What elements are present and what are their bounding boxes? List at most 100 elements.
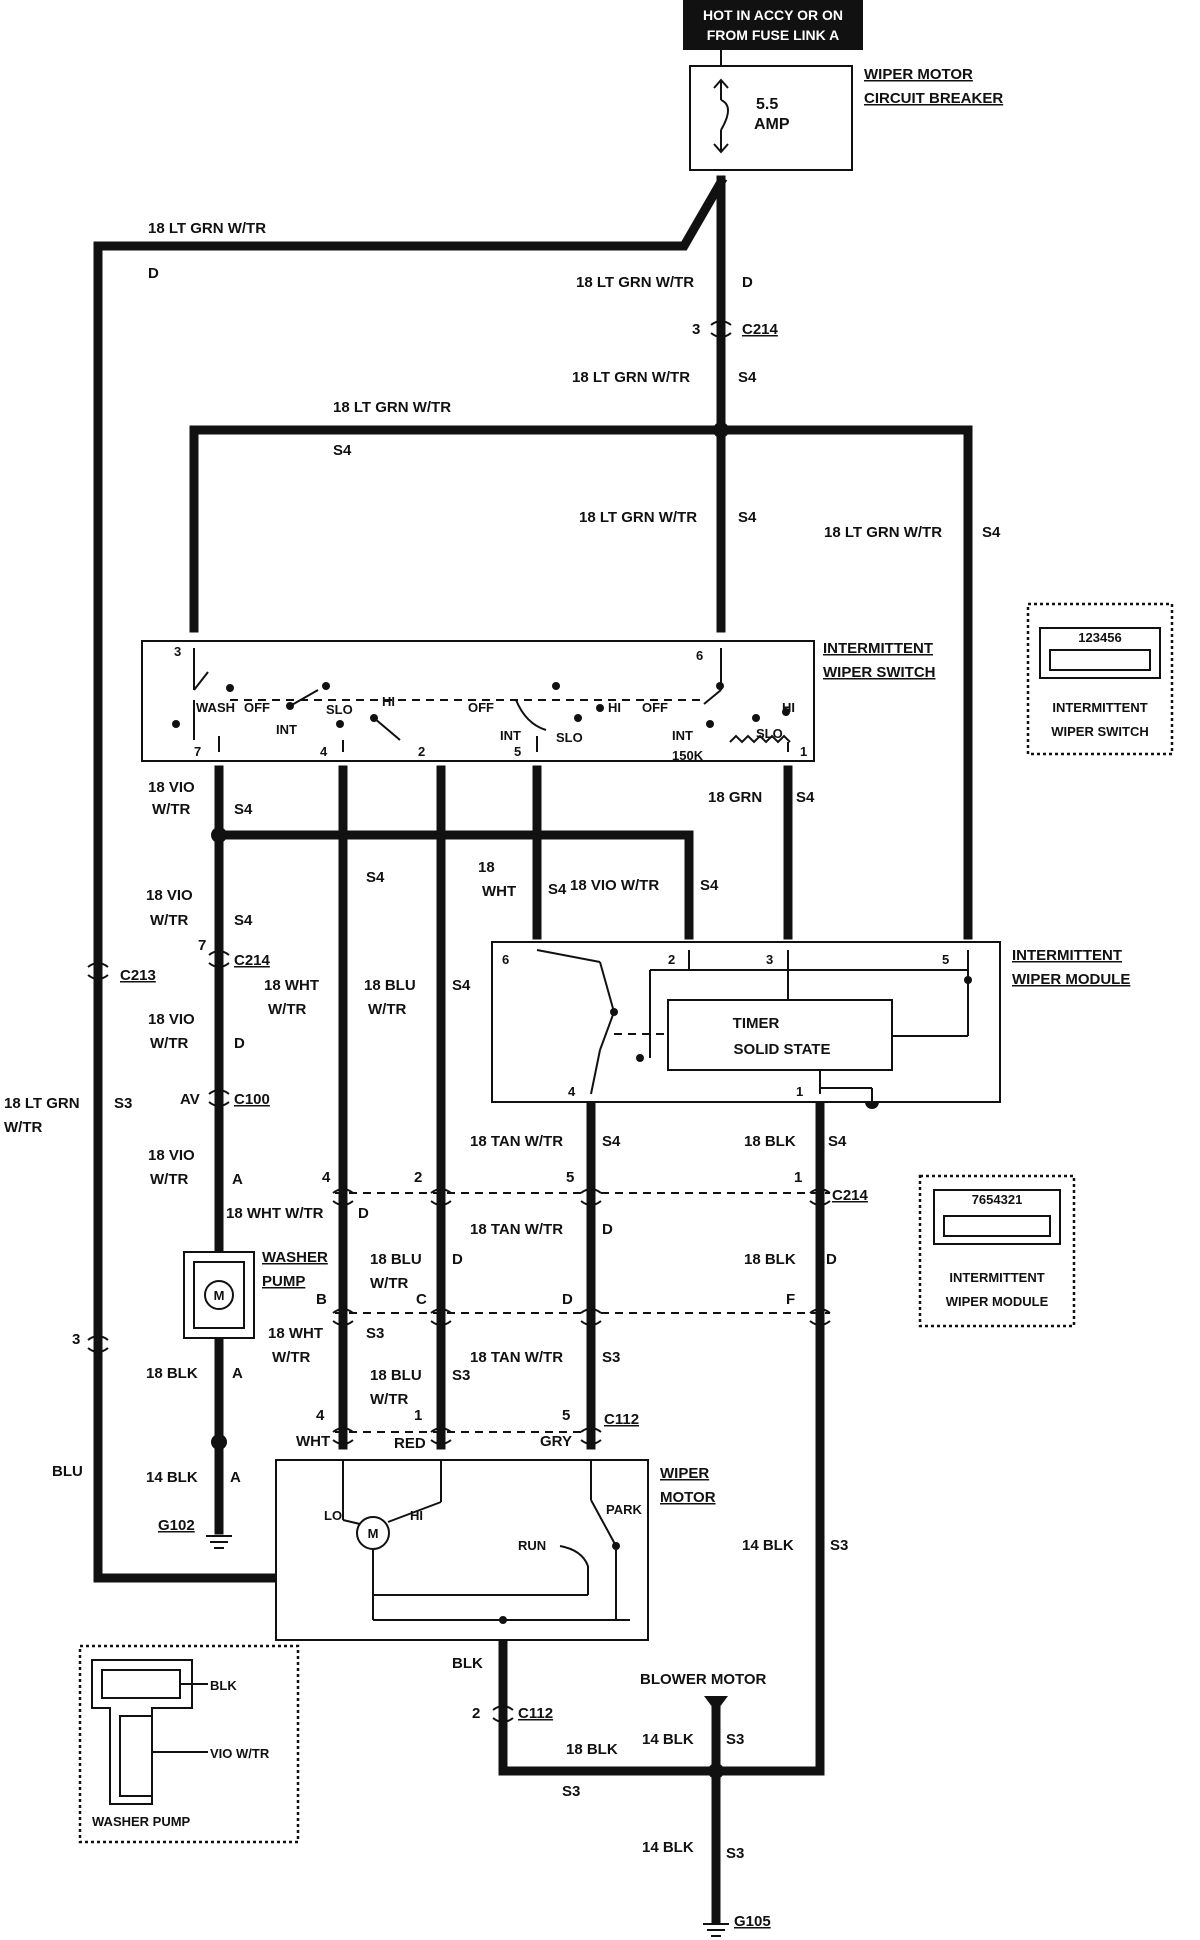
pump-label-2: PUMP bbox=[262, 1273, 305, 1290]
label-blk18-bottom: 18 BLK bbox=[566, 1741, 618, 1758]
label-c213-pin3: 3 bbox=[72, 1331, 80, 1348]
label-c214-pin3: 3 bbox=[692, 321, 700, 338]
label-vio-2b: W/TR bbox=[150, 912, 188, 929]
label-c214-pin7: 7 bbox=[198, 937, 206, 954]
label-blk-pump: 18 BLK bbox=[146, 1365, 198, 1382]
label-circuit-a-gnd: A bbox=[230, 1469, 241, 1486]
label-tan-2: 18 TAN W/TR bbox=[470, 1221, 563, 1238]
switch-pin-2: 2 bbox=[418, 744, 425, 759]
label-circuit-a-vio: A bbox=[232, 1171, 243, 1188]
label-s4-vio2: S4 bbox=[234, 912, 253, 929]
label-s4-wht2: S4 bbox=[548, 881, 567, 898]
label-blk-plain: BLK bbox=[452, 1655, 483, 1672]
switch-pin-7: 7 bbox=[194, 744, 201, 759]
motor-lo: LO bbox=[324, 1508, 342, 1523]
switch-off-1: OFF bbox=[244, 700, 270, 715]
label-circuit-f: F bbox=[786, 1291, 795, 1308]
label-ltgrn-right: 18 LT GRN W/TR bbox=[824, 524, 942, 541]
label-s4-bus: S4 bbox=[333, 442, 352, 459]
label-blk14-g105: 14 BLK bbox=[642, 1839, 694, 1856]
inset-pump-blk: BLK bbox=[210, 1678, 237, 1693]
switch-off-2: OFF bbox=[468, 700, 494, 715]
label-vio-1b: W/TR bbox=[152, 801, 190, 818]
label-blu-2: 18 BLU bbox=[370, 1251, 422, 1268]
pump-label-1: WASHER bbox=[262, 1249, 328, 1266]
label-s3-left: S3 bbox=[114, 1095, 132, 1112]
label-c214-pin5: 5 bbox=[566, 1169, 574, 1186]
label-vio-4a: 18 VIO bbox=[148, 1147, 195, 1164]
label-s3-g105: S3 bbox=[726, 1845, 744, 1862]
label-s4-vio: S4 bbox=[234, 801, 253, 818]
label-circuit-av: AV bbox=[180, 1091, 200, 1108]
motor-m: M bbox=[368, 1526, 379, 1541]
ground-g105 bbox=[703, 1923, 729, 1937]
label-vio-1a: 18 VIO bbox=[148, 779, 195, 796]
label-s4-right: S4 bbox=[982, 524, 1001, 541]
switch-off-3: OFF bbox=[642, 700, 668, 715]
label-blk14-blower: 14 BLK bbox=[642, 1731, 694, 1748]
breaker-label-2: CIRCUIT BREAKER bbox=[864, 90, 1003, 107]
inset-wiper-module-connector: 7654321 INTERMITTENT WIPER MODULE bbox=[918, 1174, 1076, 1328]
label-c112-pin5: 5 bbox=[562, 1407, 570, 1424]
label-vio-full: 18 VIO W/TR bbox=[570, 877, 659, 894]
switch-pin-1: 1 bbox=[800, 744, 807, 759]
label-g102: G102 bbox=[158, 1517, 195, 1534]
label-g105: G105 bbox=[734, 1913, 771, 1930]
inset-module-cap-1: INTERMITTENT bbox=[949, 1270, 1044, 1285]
label-circuit-d-blu: D bbox=[452, 1251, 463, 1268]
label-circuit-a-pump: A bbox=[232, 1365, 243, 1382]
switch-pin-6: 6 bbox=[696, 648, 703, 663]
label-c112-pin4: 4 bbox=[316, 1407, 325, 1424]
label-s4-vio3: S4 bbox=[700, 877, 719, 894]
label-circuit-d-conn: D bbox=[562, 1291, 573, 1308]
switch-label-2: WIPER SWITCH bbox=[823, 664, 936, 681]
switch-int-2: INT bbox=[500, 728, 521, 743]
label-vio-2a: 18 VIO bbox=[146, 887, 193, 904]
label-wht-1: 18 WHT bbox=[264, 977, 319, 994]
label-c100: C100 bbox=[234, 1091, 270, 1108]
label-grn: 18 GRN bbox=[708, 789, 762, 806]
label-c112-pin1: 1 bbox=[414, 1407, 422, 1424]
label-circuit-d-tan: D bbox=[602, 1221, 613, 1238]
breaker-rating-2: AMP bbox=[754, 116, 790, 133]
motor-park: PARK bbox=[606, 1502, 642, 1517]
label-ltgrn-bus: 18 LT GRN W/TR bbox=[333, 399, 451, 416]
label-blu-1b: W/TR bbox=[368, 1001, 406, 1018]
label-wht-2: 18 WHT bbox=[268, 1325, 323, 1342]
label-circuit-d-wht: D bbox=[358, 1205, 369, 1222]
label-s3-wht: S3 bbox=[366, 1325, 384, 1342]
motor-run: RUN bbox=[518, 1538, 546, 1553]
module-pin-1: 1 bbox=[796, 1084, 803, 1099]
label-wht-2b: W/TR bbox=[272, 1349, 310, 1366]
label-vio-3a: 18 VIO bbox=[148, 1011, 195, 1028]
switch-pin-3: 3 bbox=[174, 644, 181, 659]
label-blu-left: BLU bbox=[52, 1463, 83, 1480]
ground-g102 bbox=[206, 1535, 232, 1549]
inset-pump-vio: VIO W/TR bbox=[210, 1746, 270, 1761]
power-source-line2: FROM FUSE LINK A bbox=[707, 27, 839, 43]
inset-wiper-switch-connector: 123456 INTERMITTENT WIPER SWITCH bbox=[1026, 602, 1174, 756]
label-s3-tan: S3 bbox=[602, 1349, 620, 1366]
label-wht-only: WHT bbox=[482, 883, 516, 900]
label-s4-mid: S4 bbox=[738, 509, 757, 526]
label-wht-full: 18 WHT W/TR bbox=[226, 1205, 324, 1222]
label-s3-right: S3 bbox=[830, 1537, 848, 1554]
label-c112-bottom: C112 bbox=[518, 1705, 553, 1722]
intermittent-wiper-module: INTERMITTENT WIPER MODULE TIMER SOLID ST… bbox=[491, 941, 1130, 1103]
label-blu-1: 18 BLU bbox=[364, 977, 416, 994]
breaker-rating-1: 5.5 bbox=[756, 96, 778, 113]
module-pin-2: 2 bbox=[668, 952, 675, 967]
label-s3-bottom: S3 bbox=[562, 1783, 580, 1800]
label-c214-pin2: 2 bbox=[414, 1169, 422, 1186]
label-circuit-d-vio: D bbox=[234, 1035, 245, 1052]
label-wht-plain: WHT bbox=[296, 1433, 330, 1450]
switch-int-1: INT bbox=[276, 722, 297, 737]
label-tan-1: 18 TAN W/TR bbox=[470, 1133, 563, 1150]
inset-washer-pump-connector: BLK VIO W/TR WASHER PUMP bbox=[78, 1644, 300, 1844]
label-ltgrn-top-left: 18 LT GRN W/TR bbox=[148, 220, 266, 237]
pump-m: M bbox=[214, 1288, 225, 1303]
switch-slo-1: SLO bbox=[326, 702, 353, 717]
label-circuit-d-left: D bbox=[148, 265, 159, 282]
label-s4-blu: S4 bbox=[452, 977, 471, 994]
